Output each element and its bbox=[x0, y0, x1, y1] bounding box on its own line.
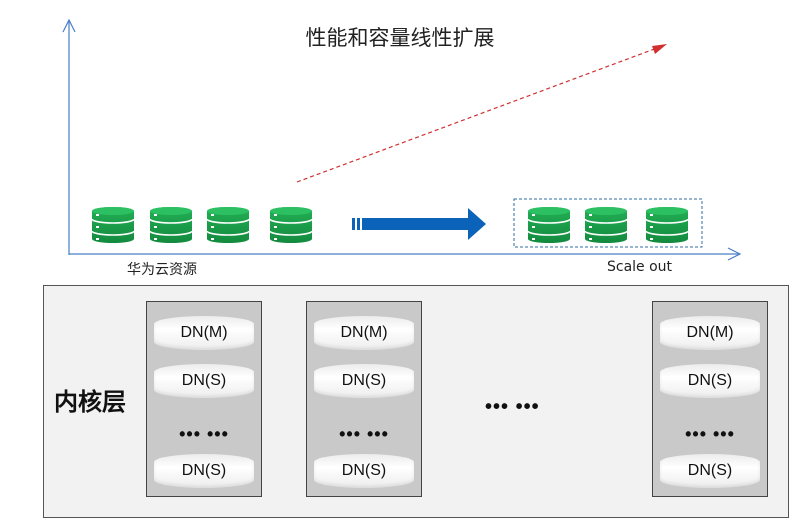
diagram-title: 性能和容量线性扩展 bbox=[305, 26, 495, 50]
database-icon bbox=[91, 207, 135, 243]
database-icon bbox=[645, 207, 689, 243]
dn-master-node: DN(M) bbox=[314, 316, 414, 350]
kernel-layer-label: 内核层 bbox=[54, 388, 126, 416]
x-axis-left-label: 华为云资源 bbox=[127, 262, 197, 278]
dn-master-node: DN(M) bbox=[660, 316, 760, 350]
dn-column-2: DN(M) DN(S) ••• ••• DN(S) bbox=[306, 301, 422, 497]
dn-standby-node: DN(S) bbox=[154, 364, 254, 398]
ellipsis: ••• ••• bbox=[179, 424, 229, 444]
dn-column-1: DN(M) DN(S) ••• ••• DN(S) bbox=[146, 301, 262, 497]
database-icon bbox=[527, 207, 571, 243]
database-icon bbox=[269, 207, 313, 243]
growth-trend-arrow bbox=[296, 44, 667, 183]
dn-column-3: DN(M) DN(S) ••• ••• DN(S) bbox=[652, 301, 768, 497]
dn-standby-node: DN(S) bbox=[154, 454, 254, 488]
columns-ellipsis: ••• ••• bbox=[485, 396, 540, 418]
dn-standby-node: DN(S) bbox=[314, 454, 414, 488]
scaling-diagram bbox=[62, 18, 742, 261]
dn-standby-node: DN(S) bbox=[660, 364, 760, 398]
scaled-cluster-box bbox=[513, 198, 703, 248]
ellipsis: ••• ••• bbox=[339, 424, 389, 444]
database-icon bbox=[149, 207, 193, 243]
y-axis bbox=[62, 18, 76, 255]
dn-standby-node: DN(S) bbox=[660, 454, 760, 488]
database-icon bbox=[584, 207, 628, 243]
database-icon bbox=[206, 207, 250, 243]
scale-out-arrow bbox=[352, 208, 486, 240]
ellipsis: ••• ••• bbox=[685, 424, 735, 444]
x-axis-right-label: Scale out bbox=[607, 259, 673, 275]
dn-standby-node: DN(S) bbox=[314, 364, 414, 398]
x-axis bbox=[69, 247, 742, 261]
dn-master-node: DN(M) bbox=[154, 316, 254, 350]
